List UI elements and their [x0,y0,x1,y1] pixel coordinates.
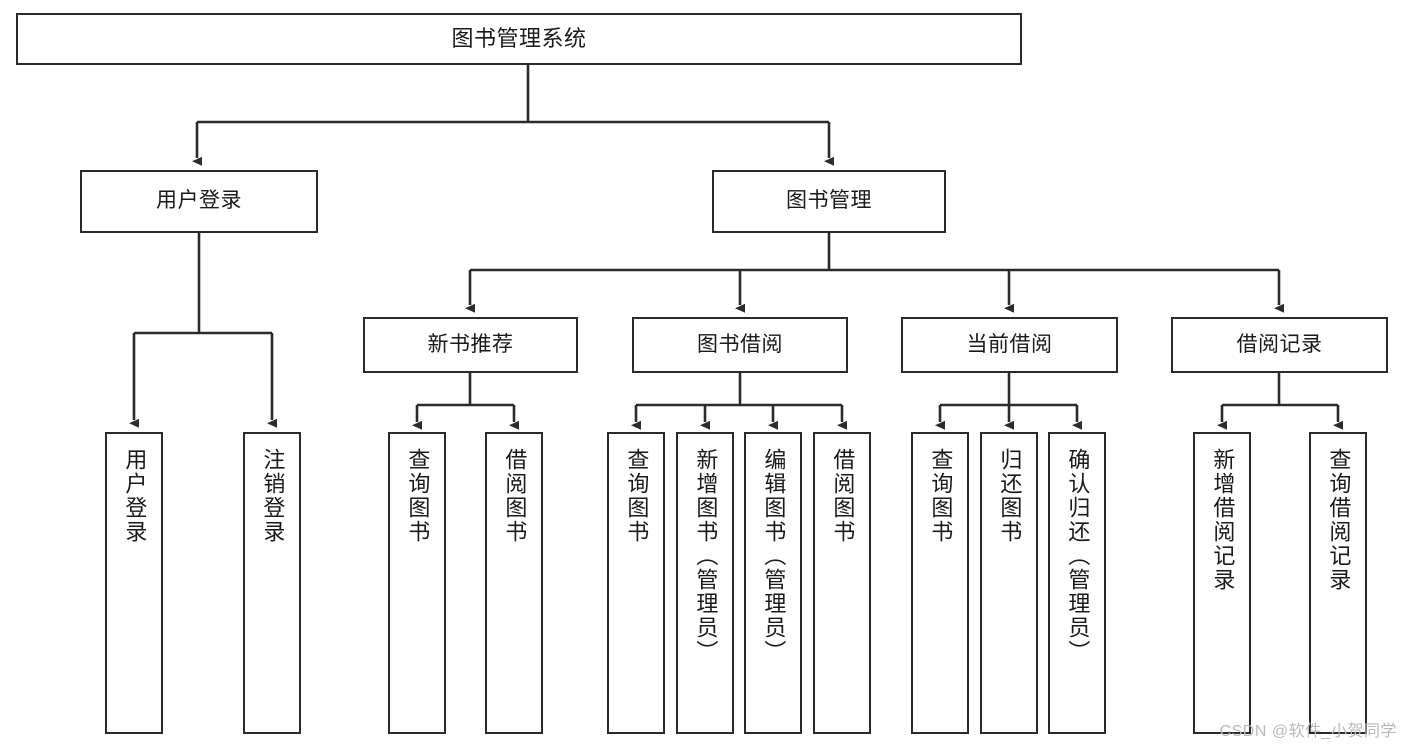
node-label: 归还图书 [997,448,1023,544]
node-book-management[interactable]: 图书管理 [712,170,946,233]
node-label: 图书借阅 [697,332,783,356]
node-label: 查询图书 [928,448,954,544]
node-leaf-add-book[interactable]: 新增图书（管理员） [676,432,734,734]
node-label: 确认归还（管理员） [1065,448,1091,664]
node-label: 查询图书 [624,448,650,544]
node-leaf-query-book-current[interactable]: 查询图书 [911,432,969,734]
node-label: 借阅图书 [502,448,528,544]
csdn-watermark: CSDN @软件_小贺同学 [1219,723,1397,740]
node-leaf-return-book[interactable]: 归还图书 [980,432,1038,734]
node-leaf-logout-login[interactable]: 注销登录 [243,432,301,734]
node-root-book-management-system[interactable]: 图书管理系统 [16,13,1022,65]
node-label: 用户登录 [156,189,242,213]
node-label: 查询借阅记录 [1326,448,1352,592]
node-leaf-user-login[interactable]: 用户登录 [105,432,163,734]
node-label: 编辑图书（管理员） [761,448,787,664]
node-label: 图书管理 [786,189,872,213]
node-leaf-query-borrow-record[interactable]: 查询借阅记录 [1309,432,1367,734]
node-leaf-confirm-return[interactable]: 确认归还（管理员） [1048,432,1106,734]
node-borrow-record[interactable]: 借阅记录 [1171,317,1388,373]
node-label: 注销登录 [260,448,286,544]
node-label: 用户登录 [122,448,148,544]
node-label: 新增借阅记录 [1210,448,1236,592]
node-leaf-borrow-book-recommend[interactable]: 借阅图书 [485,432,543,734]
node-leaf-add-borrow-record[interactable]: 新增借阅记录 [1193,432,1251,734]
node-label: 借阅图书 [830,448,856,544]
node-label: 当前借阅 [966,332,1053,356]
node-leaf-query-book-borrow[interactable]: 查询图书 [607,432,665,734]
node-current-borrow[interactable]: 当前借阅 [901,317,1118,373]
node-new-book-recommend[interactable]: 新书推荐 [363,317,578,373]
node-label: 新增图书（管理员） [693,448,719,664]
node-label: 查询图书 [405,448,431,544]
node-book-borrow[interactable]: 图书借阅 [632,317,848,373]
node-label: 新书推荐 [427,332,514,356]
node-user-login[interactable]: 用户登录 [80,170,318,233]
node-label: 图书管理系统 [451,26,587,52]
node-leaf-edit-book[interactable]: 编辑图书（管理员） [744,432,802,734]
node-leaf-borrow-book[interactable]: 借阅图书 [813,432,871,734]
node-leaf-query-book-recommend[interactable]: 查询图书 [388,432,446,734]
node-label: 借阅记录 [1236,332,1323,356]
